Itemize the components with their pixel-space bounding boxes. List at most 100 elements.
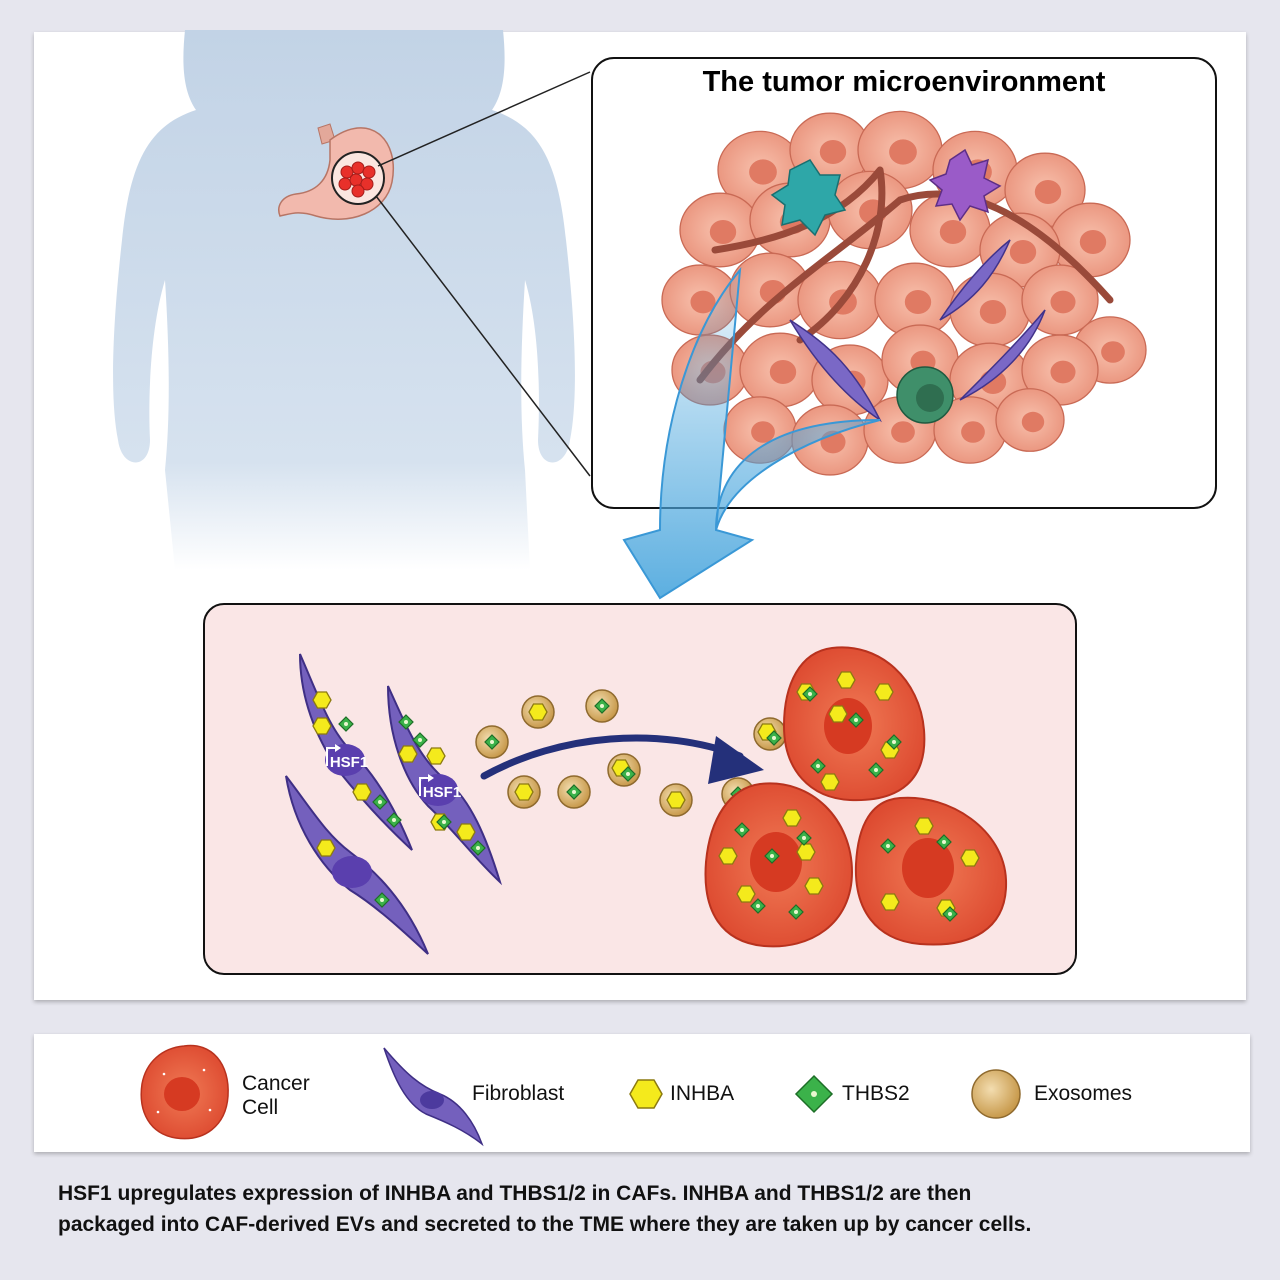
tme-nucleus [891, 421, 915, 443]
tme-fibroblast [959, 309, 1046, 401]
zoom-arrow [622, 266, 881, 600]
thbs2-core [404, 720, 408, 724]
tumor-cluster [338, 161, 376, 198]
thbs2-core [600, 704, 604, 708]
thbs2-icon [794, 1074, 834, 1114]
tme-nucleus [819, 140, 847, 164]
thbs2-core [490, 740, 494, 744]
thbs2-core [740, 828, 744, 832]
thbs2-core [794, 910, 798, 914]
gene-promoter-icon [326, 747, 335, 766]
inhba-marker [666, 791, 686, 809]
gene-promoter-icon [419, 777, 428, 796]
inhba-marker [960, 849, 980, 867]
cancer-cell-nucleus [750, 832, 802, 892]
inhba-marker [736, 885, 756, 903]
tme-nucleus [709, 220, 737, 244]
zoom-line [377, 71, 591, 167]
inhba-marker [514, 783, 534, 801]
tme-macrophage [770, 159, 847, 237]
inhba-marker [456, 823, 476, 841]
inhba-marker [398, 745, 418, 763]
inhba-marker [820, 773, 840, 791]
thbs2-core [808, 692, 812, 696]
tme-fibroblast [939, 239, 1011, 321]
inhba-marker [804, 877, 824, 895]
inhba-marker [914, 817, 934, 835]
promoter-arrow-icon [335, 744, 341, 752]
tme-nucleus [961, 421, 985, 443]
fibroblast-icon [383, 1047, 484, 1147]
tme-nucleus [1079, 230, 1107, 254]
thbs2-core [892, 740, 896, 744]
thbs2-core [626, 772, 630, 776]
promoter-arrow-icon [428, 774, 434, 782]
transfer-arrowhead [708, 736, 764, 784]
tme-lymphocyte-nucleus [916, 384, 944, 412]
thbs2-core [948, 912, 952, 916]
legend-label-exosomes: Exosomes [1034, 1082, 1133, 1105]
thbs2-core [802, 836, 806, 840]
tme-nucleus [769, 360, 797, 384]
inhba-marker [828, 705, 848, 723]
tme-nucleus [1101, 341, 1125, 363]
cancer-cell-icon [140, 1044, 229, 1140]
body-silhouette [113, 30, 575, 570]
inhba-marker [836, 671, 856, 689]
thbs2-core [816, 764, 820, 768]
tme-immune-cell [928, 148, 1002, 222]
cancer-cell-nucleus [824, 698, 872, 754]
thbs2-core [572, 790, 576, 794]
inhba-marker [316, 839, 336, 857]
inhba-icon [629, 1079, 663, 1109]
tme-nucleus [1034, 180, 1062, 204]
tme-nucleus [751, 421, 775, 443]
inhba-marker [874, 683, 894, 701]
zoom-line [375, 195, 591, 477]
inhba-marker [880, 893, 900, 911]
thbs2-core [344, 722, 348, 726]
caption-line-1: HSF1 upregulates expression of INHBA and… [58, 1182, 972, 1205]
figure-caption: HSF1 upregulates expression of INHBA and… [58, 1178, 1248, 1240]
exosome-icon [971, 1069, 1021, 1119]
inhba-marker [426, 747, 446, 765]
thbs2-core [476, 846, 480, 850]
tme-nucleus [889, 139, 917, 165]
legend-icons [140, 1044, 1021, 1147]
tme-nucleus [1009, 240, 1037, 264]
transfer-arrow [480, 734, 744, 780]
inhba-marker [312, 691, 332, 709]
thbs2-core [442, 820, 446, 824]
thbs2-core [874, 768, 878, 772]
tme-nucleus [1021, 411, 1045, 433]
cancer-cell-nucleus [902, 838, 954, 898]
tme-nucleus [1050, 360, 1076, 384]
thbs2-core [942, 840, 946, 844]
hsf1-label: HSF1 [330, 754, 368, 771]
thbs2-core [854, 718, 858, 722]
inhba-marker [718, 847, 738, 865]
thbs2-core [770, 854, 774, 858]
thbs2-core [418, 738, 422, 742]
tme-title: The tumor microenvironment [702, 66, 1106, 98]
inhba-marker [796, 843, 816, 861]
thbs2-core [378, 800, 382, 804]
inhba-marker [312, 717, 332, 735]
inhba-marker [782, 809, 802, 827]
caption-line-2: packaged into CAF-derived EVs and secret… [58, 1213, 1032, 1236]
tme-nucleus [1050, 290, 1076, 314]
tme-nucleus [904, 290, 932, 314]
thbs2-core [380, 898, 384, 902]
inhba-marker [352, 783, 372, 801]
tme-nucleus [749, 159, 777, 185]
legend-label-inhba: INHBA [670, 1082, 735, 1105]
tme-nucleus [690, 290, 716, 314]
inhba-marker [528, 703, 548, 721]
tme-nucleus [979, 300, 1007, 324]
legend-label-thbs2: THBS2 [842, 1082, 910, 1105]
fibroblast-nucleus [332, 856, 372, 888]
